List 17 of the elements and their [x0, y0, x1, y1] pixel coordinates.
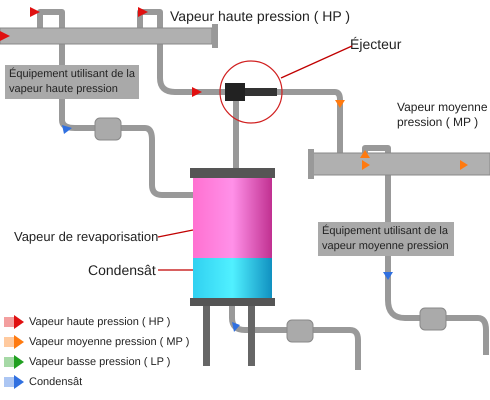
callout-text: Condensât	[88, 262, 156, 278]
condensate-region	[193, 258, 272, 298]
equipment-label: Équipement utilisant de la vapeur haute pression	[5, 65, 139, 99]
legend-text: Vapeur moyenne pression ( MP )	[29, 336, 190, 348]
leader-line	[158, 269, 193, 271]
leader-line	[280, 45, 352, 79]
ejector-circle	[219, 60, 283, 124]
legend-text: Condensât	[29, 376, 82, 388]
callout-text: Vapeur de revaporisation	[14, 229, 158, 244]
flash-steam-region	[193, 178, 272, 258]
leader-line	[158, 229, 194, 238]
pipe-label: Vapeur haute pression ( HP )	[170, 8, 350, 24]
legend-text: Vapeur basse pression ( LP )	[29, 356, 170, 368]
legend-text: Vapeur haute pression ( HP )	[29, 316, 170, 328]
callout-text: Éjecteur	[350, 36, 402, 52]
equipment-label: Équipement utilisant de la vapeur moyenne pression	[318, 222, 454, 256]
pipe-label: Vapeur moyenne pression ( MP )	[397, 100, 489, 130]
